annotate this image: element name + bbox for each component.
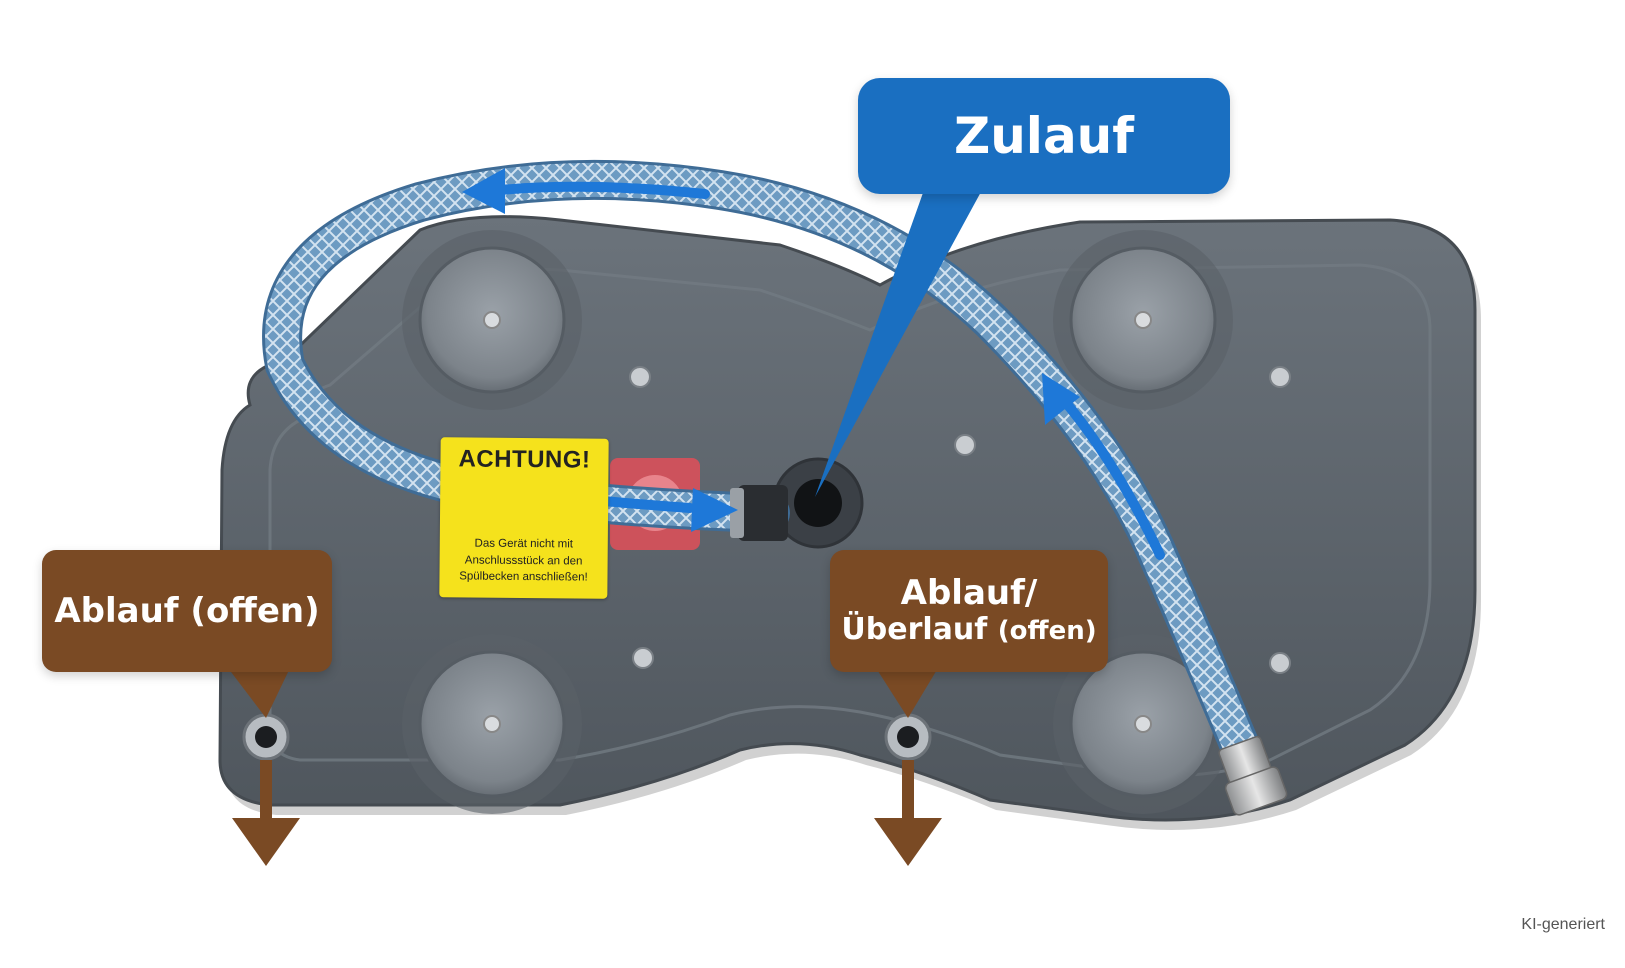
arrow-right-icon: [691, 488, 738, 532]
warning-title: ACHTUNG!: [458, 445, 591, 474]
ueberlauf-label-small: (offen): [997, 616, 1097, 647]
warning-label: ACHTUNG! Das Gerät nicht mit Anschlussst…: [439, 437, 609, 599]
arrow-up-icon: [1042, 373, 1080, 425]
ueberlauf-label-main: Überlauf: [841, 612, 988, 648]
hose-end-connector: [1218, 735, 1288, 816]
arrow-shaft: [902, 760, 914, 822]
ueberlauf-label-line2: Überlauf (offen): [841, 613, 1096, 648]
screw-icon: [1269, 652, 1291, 674]
ueberlauf-pointer: [876, 668, 938, 718]
hose-coupling: [730, 485, 788, 541]
ablauf-callout: Ablauf (offen): [42, 550, 332, 672]
suction-pad-bottom-left: [402, 634, 582, 814]
screw-icon: [632, 647, 654, 669]
drain-port-middle: [884, 713, 932, 761]
screw-icon: [954, 434, 976, 456]
zulauf-label: Zulauf: [953, 107, 1135, 165]
zulauf-pointer: [815, 190, 982, 497]
ueberlauf-callout: Ablauf/ Überlauf (offen): [830, 550, 1108, 672]
screws: [629, 366, 1291, 674]
ablauf-pointer: [228, 668, 290, 718]
suction-pad-top-right: [1053, 230, 1233, 410]
arrow-down-icon: [232, 818, 300, 866]
inlet-port: [772, 457, 864, 549]
suction-pad-top-left: [402, 230, 582, 410]
arrow-shaft: [260, 760, 272, 822]
screw-icon: [1269, 366, 1291, 388]
ai-generated-watermark: KI-generiert: [1521, 916, 1605, 933]
drain-arrows-brown: [232, 760, 942, 866]
ablauf-label: Ablauf (offen): [54, 591, 320, 631]
screw-icon: [629, 366, 651, 388]
housing-inner-panel: [268, 263, 1432, 778]
arrow-left-icon: [462, 168, 505, 214]
zulauf-callout: Zulauf: [858, 78, 1230, 194]
suction-pad-bottom-right: [1053, 634, 1233, 814]
arrow-down-icon: [874, 818, 942, 866]
warning-text: Das Gerät nicht mit Anschlussstück an de…: [459, 537, 588, 584]
ueberlauf-label-line1: Ablauf/: [900, 573, 1038, 614]
drain-port-left: [242, 713, 290, 761]
